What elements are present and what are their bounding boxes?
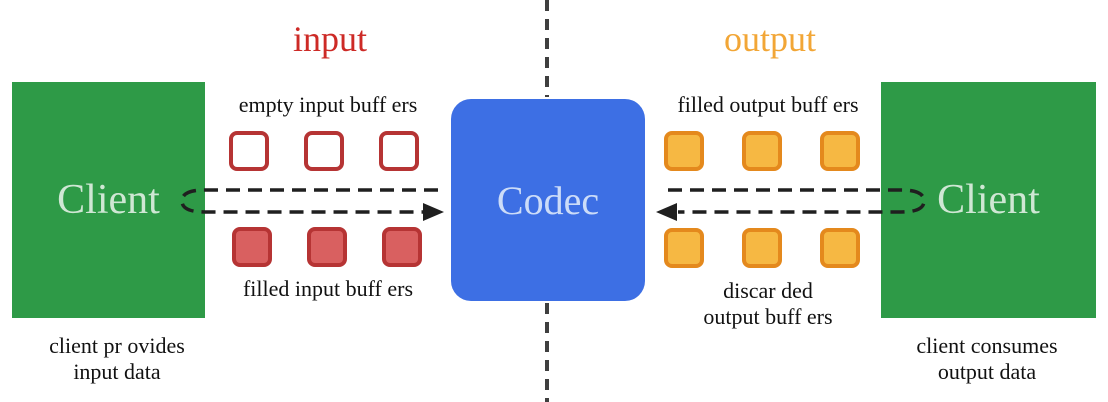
left-client-box: Client bbox=[12, 82, 205, 318]
output-flow-arrowhead bbox=[656, 203, 677, 221]
discarded-output-buffers-label: discar ded output buff ers bbox=[638, 278, 898, 330]
output-section-title: output bbox=[723, 19, 816, 59]
filled-output-buffer-square bbox=[820, 131, 860, 171]
input-flow-arrow-line bbox=[180, 188, 438, 214]
filled-input-buffer-square bbox=[232, 227, 272, 267]
filled-input-buffer-square bbox=[307, 227, 347, 267]
left-client-label: Client bbox=[57, 177, 160, 223]
right-caption-line1: client consumes bbox=[916, 333, 1058, 358]
filled-output-buffers-label: filled output buff ers bbox=[677, 92, 859, 117]
filled-input-buffers-row bbox=[232, 227, 422, 267]
empty-input-buffers-label: empty input buff ers bbox=[238, 92, 418, 117]
left-caption-line2: input data bbox=[73, 359, 161, 385]
empty-input-buffer-square bbox=[229, 131, 269, 171]
input-flow-arrowhead bbox=[423, 203, 444, 221]
empty-input-buffers-row bbox=[229, 131, 419, 171]
right-client-box: Client bbox=[881, 82, 1096, 318]
left-client-caption: client pr ovides input data bbox=[12, 333, 222, 386]
discarded-output-buffers-row bbox=[664, 228, 860, 268]
input-section-title: input bbox=[292, 19, 367, 59]
right-caption-line2: output data bbox=[937, 359, 1037, 385]
discarded-label-line2: output buff ers bbox=[703, 303, 833, 329]
discarded-output-buffer-square bbox=[742, 228, 782, 268]
codec-label: Codec bbox=[496, 177, 600, 223]
right-client-caption: client consumes output data bbox=[872, 333, 1102, 386]
filled-output-buffer-square bbox=[664, 131, 704, 171]
discarded-output-buffer-square bbox=[664, 228, 704, 268]
empty-input-buffer-square bbox=[379, 131, 419, 171]
filled-input-buffer-square bbox=[382, 227, 422, 267]
filled-output-buffers-row bbox=[664, 131, 860, 171]
discarded-label-line1: discar ded bbox=[723, 278, 813, 303]
left-caption-line1: client pr ovides bbox=[49, 333, 185, 358]
right-client-label: Client bbox=[937, 177, 1040, 223]
discarded-output-buffer-square bbox=[820, 228, 860, 268]
filled-output-buffer-square bbox=[742, 131, 782, 171]
empty-input-buffer-square bbox=[304, 131, 344, 171]
codec-box: Codec bbox=[451, 99, 645, 301]
filled-input-buffers-label: filled input buff ers bbox=[242, 276, 414, 301]
